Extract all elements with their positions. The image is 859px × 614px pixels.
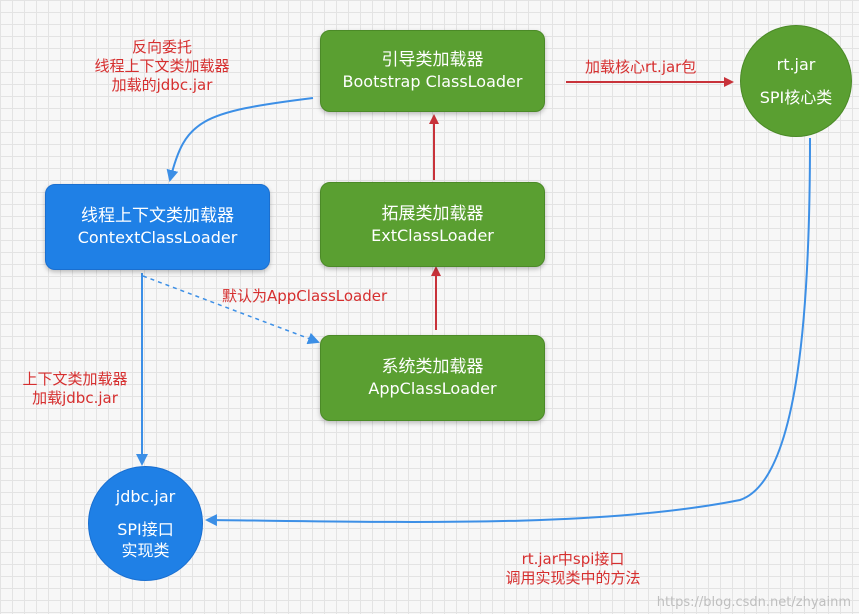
reverse-delegate-label: 反向委托 线程上下文类加载器 加载的jdbc.jar (62, 38, 262, 95)
app-title: 系统类加载器 (381, 357, 484, 377)
bootstrap-title: 引导类加载器 (381, 50, 484, 70)
watermark: https://blog.csdn.net/zhyainm (656, 595, 851, 610)
reverse-delegate-line-1: 反向委托 (131, 38, 192, 56)
reverse-delegate-line-2: 线程上下文类加载器 (94, 57, 230, 75)
load-core-label: 加载核心rt.jar包 (585, 58, 696, 77)
context-load-label: 上下文类加载器 加载jdbc.jar (15, 370, 135, 408)
rtjar-subtitle: SPI核心类 (759, 88, 833, 107)
app-subtitle: AppClassLoader (368, 379, 497, 398)
jdbcjar-subtitle: SPI接口 (117, 520, 174, 539)
reverse-delegate-line-3: 加载的jdbc.jar (111, 76, 213, 94)
rt-spi-line-2: 调用实现类中的方法 (505, 569, 641, 587)
bootstrap-classloader-node: 引导类加载器 Bootstrap ClassLoader (320, 30, 545, 112)
jdbcjar-title: jdbc.jar (115, 487, 176, 506)
context-load-line-1: 上下文类加载器 (22, 370, 128, 388)
context-subtitle: ContextClassLoader (77, 228, 238, 247)
load-core-text: 加载核心rt.jar包 (585, 58, 697, 76)
context-title: 线程上下文类加载器 (81, 206, 234, 226)
default-app-label: 默认为AppClassLoader (222, 287, 387, 306)
arrow-rtjar-to-jdbcjar (205, 137, 811, 527)
rt-spi-label: rt.jar中spi接口 调用实现类中的方法 (488, 550, 658, 588)
rtjar-title: rt.jar (776, 55, 816, 74)
jdbcjar-node: jdbc.jar SPI接口 实现类 (88, 466, 203, 581)
ext-title: 拓展类加载器 (381, 203, 484, 224)
ext-subtitle: ExtClassLoader (371, 225, 494, 245)
default-app-text: 默认为AppClassLoader (222, 287, 388, 305)
app-classloader-node: 系统类加载器 AppClassLoader (320, 335, 545, 421)
rt-spi-line-1: rt.jar中spi接口 (521, 550, 625, 568)
jdbcjar-subtitle-2: 实现类 (121, 541, 170, 560)
arrow-context-to-app (142, 275, 320, 345)
ext-classloader-node: 拓展类加载器 ExtClassLoader (320, 182, 545, 267)
rtjar-node: rt.jar SPI核心类 (740, 25, 852, 137)
context-load-line-2: 加载jdbc.jar (32, 389, 118, 407)
bootstrap-subtitle: Bootstrap ClassLoader (342, 72, 523, 91)
arrow-reverse-delegate (166, 97, 314, 182)
context-classloader-node: 线程上下文类加载器 ContextClassLoader (45, 184, 270, 270)
